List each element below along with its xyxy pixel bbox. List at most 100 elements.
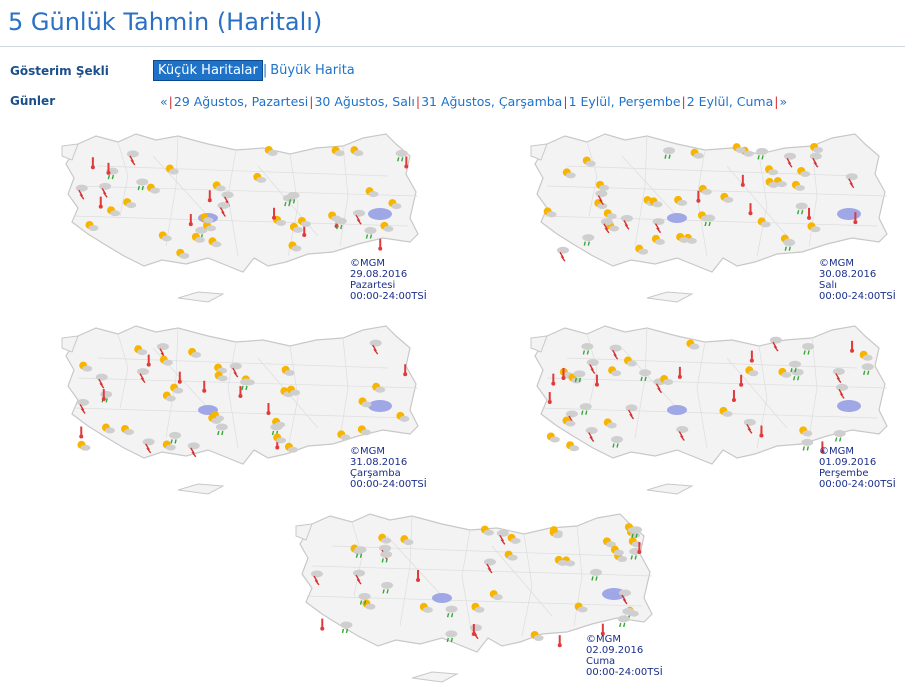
storm-icon bbox=[79, 404, 86, 414]
forecast-map-3[interactable] bbox=[58, 318, 428, 496]
cloud-icon bbox=[353, 150, 364, 157]
rain-icon bbox=[446, 612, 454, 618]
cloud-icon bbox=[136, 178, 149, 186]
day-link-5[interactable]: 2 Eylül, Cuma bbox=[686, 94, 774, 109]
cloud-icon bbox=[836, 383, 849, 391]
rain-icon bbox=[241, 385, 248, 391]
lake bbox=[837, 400, 861, 412]
cloud-icon bbox=[383, 225, 394, 232]
thermometer-icon bbox=[748, 211, 753, 216]
cloud-icon bbox=[549, 436, 560, 443]
small-maps-option[interactable]: Küçük Haritalar bbox=[153, 60, 263, 81]
cloud-icon bbox=[483, 558, 496, 566]
thermometer-icon bbox=[600, 631, 605, 636]
cloud-icon bbox=[652, 201, 663, 208]
thrace-outline bbox=[530, 143, 548, 161]
map-day: Pazartesi bbox=[350, 280, 396, 291]
rain-icon bbox=[582, 350, 590, 355]
day-link-3[interactable]: 31 Ağustos, Çarşamba bbox=[421, 94, 563, 109]
thermometer-icon bbox=[471, 631, 476, 636]
forecast-map-5[interactable] bbox=[292, 506, 662, 684]
cloud-icon bbox=[149, 187, 160, 194]
cloud-icon bbox=[760, 221, 771, 228]
thermometer-icon bbox=[548, 392, 551, 402]
cloud-icon bbox=[611, 370, 622, 377]
cloud-icon bbox=[354, 546, 367, 554]
cloud-icon bbox=[552, 532, 563, 539]
day-link-2[interactable]: 30 Ağustos, Salı bbox=[314, 94, 415, 109]
province-border bbox=[634, 135, 648, 247]
cloud-icon bbox=[801, 438, 814, 446]
cloud-icon bbox=[597, 203, 608, 210]
province-border bbox=[287, 345, 299, 449]
thermometer-icon bbox=[749, 358, 754, 363]
province-border bbox=[165, 327, 179, 439]
large-map-option[interactable]: Büyük Harita bbox=[270, 63, 355, 78]
rain-icon bbox=[630, 555, 637, 560]
forecast-map-2[interactable] bbox=[527, 126, 897, 304]
forecast-map-1[interactable] bbox=[58, 126, 428, 304]
thermometer-icon bbox=[821, 441, 824, 451]
thermometer-icon bbox=[101, 397, 106, 402]
cloud-icon bbox=[510, 537, 521, 544]
thermometer-icon bbox=[595, 374, 598, 384]
forecast-map-4[interactable] bbox=[527, 318, 897, 496]
thrace-outline bbox=[295, 523, 313, 541]
prev-day-link[interactable]: « bbox=[160, 94, 168, 109]
map-day: Cuma bbox=[586, 656, 616, 667]
cloud-icon bbox=[364, 226, 377, 234]
cloud-icon bbox=[292, 226, 303, 233]
thermometer-icon bbox=[561, 375, 566, 380]
cloud-icon bbox=[600, 218, 613, 226]
thermometer-icon bbox=[551, 381, 556, 386]
cloud-icon bbox=[168, 168, 179, 175]
cloud-icon bbox=[627, 527, 638, 534]
thermometer-icon bbox=[741, 174, 744, 184]
cloud-icon bbox=[507, 554, 518, 561]
thermometer-icon bbox=[202, 388, 207, 393]
cloud-icon bbox=[380, 550, 393, 558]
cloud-icon bbox=[142, 438, 155, 446]
thermometer-icon bbox=[557, 643, 562, 648]
thermometer-icon bbox=[808, 207, 811, 217]
cloud-icon bbox=[768, 181, 779, 188]
cloud-icon bbox=[353, 569, 366, 577]
rain-icon bbox=[619, 622, 626, 628]
thermometer-icon bbox=[378, 246, 383, 251]
rain-icon bbox=[288, 199, 296, 204]
thermometer-icon bbox=[851, 340, 854, 350]
day-link-4[interactable]: 1 Eylül, Perşembe bbox=[568, 94, 681, 109]
cloud-icon bbox=[162, 359, 173, 366]
map-time: 00:00-24:00TSİ bbox=[819, 479, 896, 490]
cloud-icon bbox=[124, 428, 135, 435]
thermometer-icon bbox=[854, 212, 857, 222]
cloud-icon bbox=[206, 225, 217, 232]
turkey-map bbox=[530, 325, 888, 495]
cloud-icon bbox=[861, 363, 874, 371]
map-caption-4: ©MGM 01.09.2016 Perşembe 00:00-24:00TSİ bbox=[819, 446, 896, 490]
rain-icon bbox=[581, 410, 588, 415]
rain-icon bbox=[792, 376, 800, 381]
cloud-icon bbox=[187, 442, 200, 450]
cloud-icon bbox=[381, 581, 394, 589]
rain-icon bbox=[757, 155, 764, 160]
storm-icon bbox=[355, 574, 362, 585]
cloud-icon bbox=[99, 182, 112, 190]
next-day-link[interactable]: » bbox=[779, 94, 788, 109]
thermometer-icon bbox=[601, 623, 604, 633]
cloud-icon bbox=[287, 191, 300, 199]
thermometer-icon bbox=[189, 214, 192, 224]
storm-icon bbox=[78, 189, 85, 200]
day-link-1[interactable]: 29 Ağustos, Pazartesi bbox=[173, 94, 309, 109]
storm-icon bbox=[838, 389, 845, 399]
cloud-icon bbox=[229, 362, 242, 370]
thermometer-icon bbox=[740, 182, 745, 187]
page-title: 5 Günlük Tahmin (Haritalı) bbox=[8, 8, 323, 36]
thermometer-icon bbox=[303, 224, 306, 234]
thermometer-icon bbox=[208, 190, 211, 200]
cloud-icon bbox=[126, 150, 139, 158]
cloud-icon bbox=[310, 570, 323, 578]
map-caption-2: ©MGM 30.08.2016 Salı 00:00-24:00TSİ bbox=[819, 258, 896, 302]
province-border bbox=[541, 407, 878, 419]
map-caption-3: ©MGM 31.08.2016 Çarşamba 00:00-24:00TSİ bbox=[350, 446, 427, 490]
